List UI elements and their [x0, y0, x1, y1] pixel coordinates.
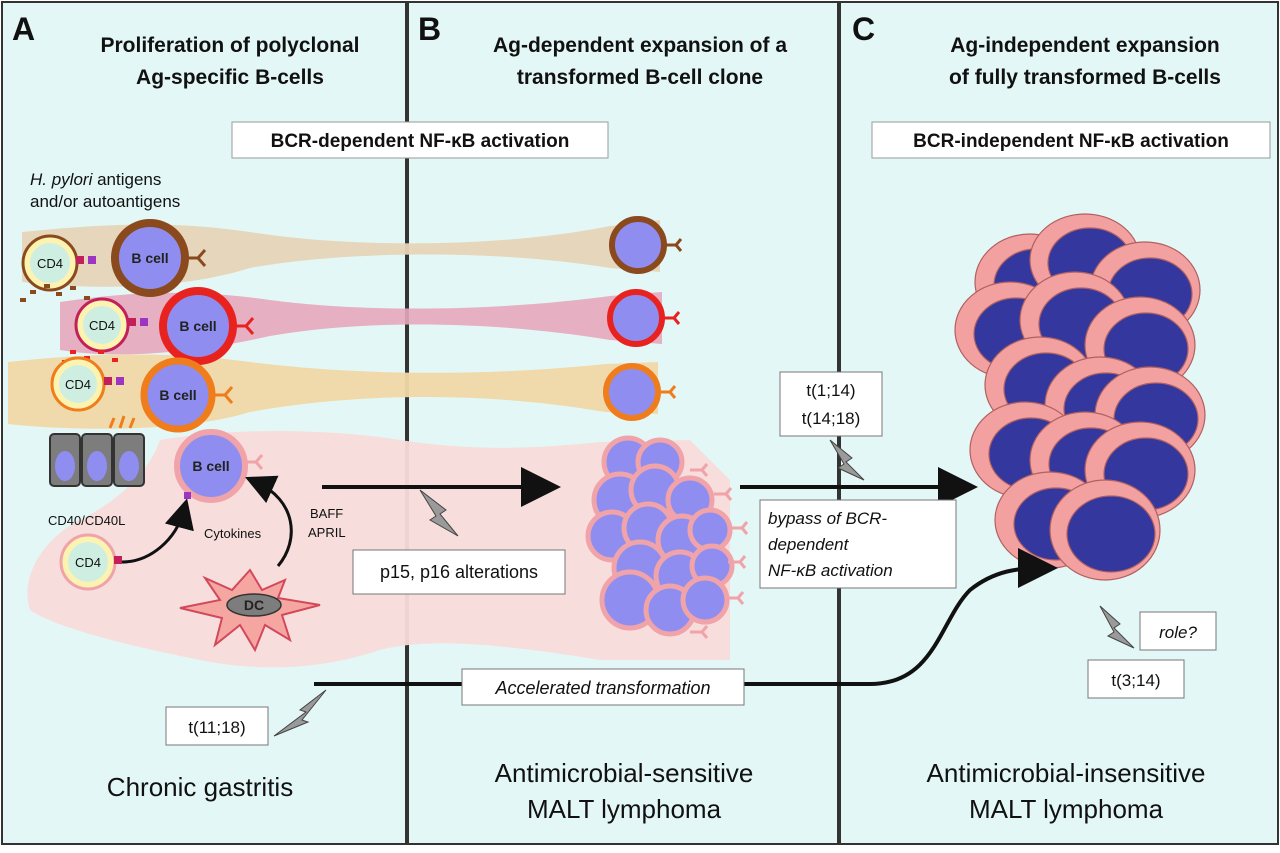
panel-a-letter: A [12, 11, 35, 47]
translocation-box-11-18 [165, 706, 269, 746]
antigens-label-line2: and/or autoantigens [30, 192, 180, 211]
b-cell-label-row4: B cell [192, 458, 229, 474]
b-cell-label-row1: B cell [131, 250, 168, 266]
panel-b-bottom-line1: Antimicrobial-sensitive [495, 758, 754, 788]
cd40-arrow [121, 498, 194, 564]
t3-14-label: t(3;14) [1111, 671, 1160, 690]
accelerated-transformation-arrow [314, 548, 1058, 686]
t11-18-label: t(11;18) [188, 718, 245, 737]
b-clone-cell-3 [603, 363, 661, 421]
panel-b-title-line1: Ag-dependent expansion of a [493, 34, 787, 57]
panel-b-letter: B [418, 11, 441, 47]
panel-c-bottom-line2: MALT lymphoma [969, 794, 1164, 824]
antigens-label-line1: H. pylori antigens [30, 170, 161, 189]
panel-b-title-line2: transformed B-cell clone [517, 66, 763, 89]
dc-label: DC [244, 597, 264, 613]
bcr-dependent-label: BCR-dependent NF-κB activation [271, 131, 570, 152]
bypass-line2: dependent [768, 535, 850, 554]
b-cell-label-row2: B cell [179, 318, 216, 334]
clonal-cluster [585, 435, 735, 637]
cytokines-label: Cytokines [204, 526, 262, 541]
translocation-box-3-14 [1087, 659, 1185, 699]
april-label: APRIL [308, 525, 346, 540]
role-box [1139, 611, 1217, 651]
baff-label: BAFF [310, 506, 343, 521]
panel-c-title-line2: of fully transformed B-cells [949, 66, 1221, 89]
panel-c-title-line1: Ag-independent expansion [950, 34, 1220, 57]
bcr-independent-box [871, 121, 1271, 159]
b-clone-cell-2 [607, 289, 665, 347]
accelerated-box [461, 668, 745, 706]
panel-b-bottom-line2: MALT lymphoma [527, 794, 722, 824]
bypass-box [759, 499, 957, 589]
lightning-p15 [419, 489, 459, 537]
cd40-label: CD40/CD40L [48, 513, 125, 528]
t1-14-label: t(1;14) [806, 381, 855, 400]
cd4-label-row2: CD4 [89, 318, 115, 333]
bypass-line3: NF-κB activation [768, 561, 893, 580]
panel-a-title-line1: Proliferation of polyclonal [100, 34, 359, 57]
lightning-t1-14 [829, 439, 865, 481]
bcr-dependent-box [231, 121, 609, 159]
panel-a-bottom-label: Chronic gastritis [107, 772, 293, 802]
bcr-independent-label: BCR-independent NF-κB activation [913, 131, 1229, 152]
cd4-label-bottom: CD4 [75, 555, 101, 570]
panel-c-bottom-line1: Antimicrobial-insensitive [927, 758, 1206, 788]
translocation-box-1-14 [779, 371, 883, 437]
panel-c-letter: C [852, 11, 875, 47]
b-clone-cell-1 [609, 216, 667, 274]
p15-label: p15, p16 alterations [380, 562, 538, 582]
t14-18-label: t(14;18) [802, 409, 861, 428]
b-cell-row3 [140, 357, 216, 433]
role-label: role? [1159, 623, 1197, 642]
lightning-t11-18 [273, 689, 327, 737]
epithelial-cells [49, 433, 145, 487]
b-cell-row2 [159, 287, 237, 365]
panel-a-title-line2: Ag-specific B-cells [136, 66, 324, 89]
baff-arrow [245, 475, 293, 567]
b-cell-row1 [111, 219, 189, 297]
cd4-label-row1: CD4 [37, 256, 63, 271]
lightning-t3-14 [1099, 605, 1135, 649]
bypass-line1: bypass of BCR- [768, 509, 887, 528]
p15-box [352, 549, 566, 595]
tumor-cluster [954, 213, 1206, 581]
accelerated-label: Accelerated transformation [494, 678, 710, 698]
b-cell-row4 [174, 429, 248, 503]
cd4-label-row3: CD4 [65, 377, 91, 392]
b-cell-label-row3: B cell [159, 387, 196, 403]
